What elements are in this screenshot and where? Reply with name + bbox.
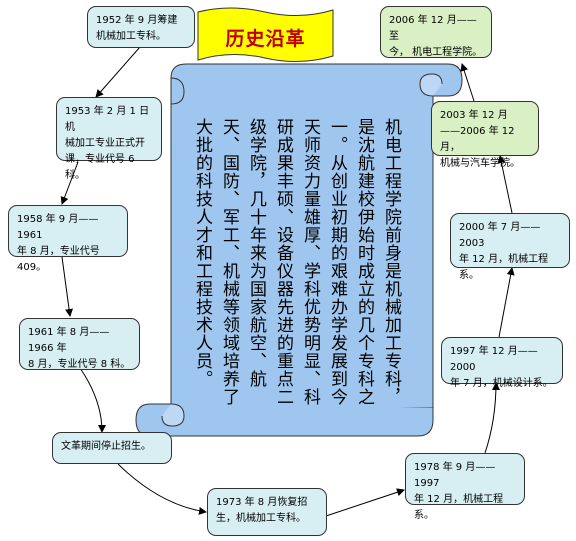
arrow-1978-1997 [484,382,500,454]
scroll-shape [135,63,463,437]
node-1952: 1952 年 9 月筹建 机械加工专科。 [87,6,195,48]
node-2003: 2003 年 12 月 ——2006 年 12 月， 机械与汽车学院。 [431,101,539,169]
node-1958: 1958 年 9 月——1961 年 8 月，专业代号 409。 [8,205,128,273]
history-description: 机电工程学院前身是机械加工专科，是沈航建校伊始时成立的几个专科之一。从创业初期的… [192,118,401,406]
page-title: 历史沿革 [225,27,306,50]
node-2006: 2006 年 12 月——至 今， 机电工程学院。 [380,6,492,58]
arrow-1953-1958 [60,161,79,205]
node-2000: 2000 年 7 月——2003 年 12 月，机械工程系。 [450,213,570,281]
node-1961: 1961 年 8 月——1966 年 8 月，专业代号 8 科。 [19,318,140,370]
arrow-1973-1978 [325,488,405,517]
node-1978: 1978 年 9 月——1997 年 12 月，机械工程系。 [405,453,525,521]
node-1973: 1973 年 8 月恢复招 生，机械加工专科。 [207,488,327,536]
node-1953: 1953 年 2 月 1 日机 械加工专业正式开 课，专业代号 6 科。 [56,97,162,181]
arrow-1961-wenge [79,367,106,433]
arrow-1952-1953 [95,46,141,98]
arrow-1958-1961 [61,256,74,317]
arrow-wenge-1973 [117,463,207,515]
node-1997: 1997 年 12 月——2000 年 7 月，机械设计系。 [441,337,563,389]
arrow-2000-2003 [497,155,513,214]
node-wenge: 文革期间停止招生。 [52,432,172,464]
title-banner-shape [197,7,334,63]
arrow-1997-2000 [498,267,515,338]
arrow-2003-2006 [460,63,475,102]
